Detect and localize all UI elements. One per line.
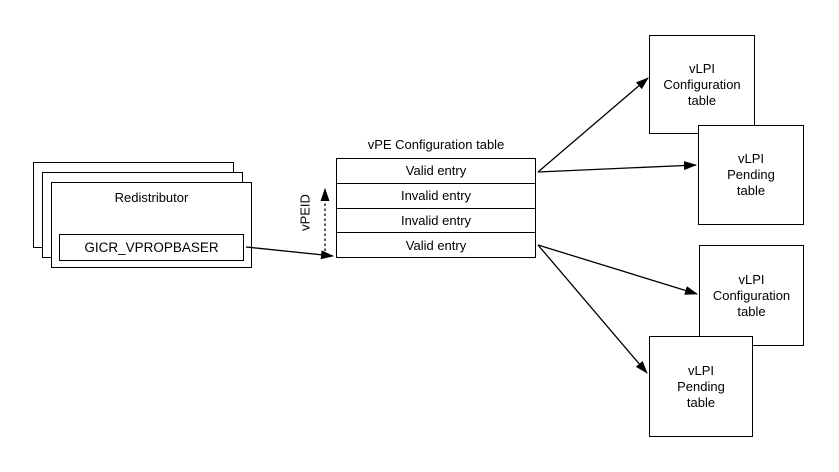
vlpi-top-config-line2: Configuration bbox=[663, 76, 741, 92]
vpe-table-row-valid-2: Valid entry bbox=[337, 232, 535, 257]
vlpi-bottom-pending-line3: table bbox=[686, 394, 716, 410]
vlpi-top-config-line1: vLPI bbox=[688, 60, 715, 76]
vlpi-bottom-config-line2: Configuration bbox=[712, 287, 791, 303]
arrow-valid-entry-bottom-to-config-table bbox=[537, 244, 698, 295]
vlpi-configuration-table-bottom: vLPI Configuration table bbox=[699, 245, 804, 346]
redistributor-box: Redistributor GICR_VPROPBASER bbox=[51, 182, 252, 268]
vpeid-axis-label: vPEID bbox=[297, 194, 313, 231]
arrow-valid-entry-top-to-config-table bbox=[537, 77, 649, 173]
vlpi-bottom-config-line1: vLPI bbox=[738, 271, 765, 287]
vlpi-top-pending-line2: Pending bbox=[727, 167, 775, 182]
arrow-valid-entry-bottom-to-pending-table bbox=[537, 244, 648, 374]
vpe-table-row-invalid-1: Invalid entry bbox=[337, 182, 535, 208]
arrow-register-to-vpe-table bbox=[245, 246, 334, 260]
vlpi-top-config-line3: table bbox=[687, 92, 717, 108]
gicr-vpropbaser-register-box: GICR_VPROPBASER bbox=[59, 234, 244, 261]
vlpi-pending-table-bottom: vLPI Pending table bbox=[649, 336, 753, 437]
vlpi-bottom-pending-line1: vLPI bbox=[687, 362, 714, 378]
vpe-table-row-invalid-2: Invalid entry bbox=[337, 207, 535, 233]
vlpi-pending-table-top: vLPI Pending table bbox=[698, 125, 804, 225]
vlpi-top-pending-line1: vLPI bbox=[737, 151, 764, 166]
vpe-table-title: vPE Configuration table bbox=[367, 137, 505, 152]
vpe-configuration-table: Valid entry Invalid entry Invalid entry … bbox=[336, 158, 536, 258]
gicr-vpropbaser-label: GICR_VPROPBASER bbox=[84, 240, 219, 255]
vlpi-bottom-config-line3: table bbox=[737, 303, 766, 319]
redistributor-title: Redistributor bbox=[114, 190, 189, 205]
vlpi-bottom-pending-line2: Pending bbox=[677, 378, 725, 394]
vlpi-configuration-table-top: vLPI Configuration table bbox=[649, 35, 755, 134]
arrow-valid-entry-top-to-pending-table bbox=[537, 161, 697, 173]
vpe-table-row-valid-1: Valid entry bbox=[405, 163, 467, 179]
vlpi-top-pending-line3: table bbox=[736, 183, 766, 198]
